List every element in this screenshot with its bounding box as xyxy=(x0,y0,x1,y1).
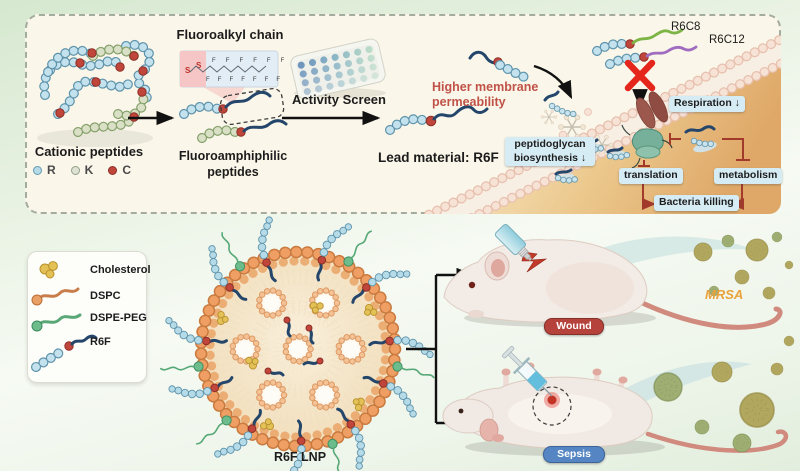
mouse-tail xyxy=(633,297,783,330)
residue-legend: R K C xyxy=(33,163,131,177)
r6c12-label: R6C12 xyxy=(709,34,745,46)
fluoroamphiphilic-peptides xyxy=(184,87,288,138)
c-residue-dot xyxy=(108,165,118,175)
injection-site xyxy=(547,395,557,405)
sulfur-atom-label: S xyxy=(185,66,191,75)
mouse-tail xyxy=(645,429,789,453)
syringe xyxy=(502,346,553,397)
legend-label-dspe-peg: DSPE-PEG xyxy=(90,312,147,324)
r-residue-letter: R xyxy=(47,163,56,177)
dspc-icon xyxy=(31,287,80,306)
residue-r: R xyxy=(33,163,56,177)
bacteria-bottom xyxy=(652,335,795,453)
r-residue-dot xyxy=(33,165,42,175)
sepsis-badge: Sepsis xyxy=(543,446,605,463)
higher-membrane-permeability-label: Higher membrane permeability xyxy=(432,80,539,109)
translation-inhibitor-peptide xyxy=(684,125,718,153)
fluoro-tail-dashed-outline xyxy=(219,87,285,126)
dashed-focus-circle xyxy=(532,386,572,426)
lead-peptide-r6f xyxy=(390,105,489,130)
mouse-head xyxy=(442,398,494,434)
legend-label-cholesterol: Cholesterol xyxy=(90,264,151,276)
fluorine-atoms-top: F F F F F F xyxy=(212,58,289,64)
metabolism-box: metabolism xyxy=(714,168,783,184)
peptidoglycan-biosynthesis-box: peptidoglycan biosynthesis ↓ xyxy=(505,137,595,167)
fluoroamphiphilic-label: Fluoroamphiphilic peptides xyxy=(178,149,288,179)
fluorine-atoms-bottom: F F F F F F F xyxy=(206,77,283,83)
wound-badge: Wound xyxy=(544,318,604,335)
wound-mouse-scene xyxy=(443,223,794,330)
residue-c: C xyxy=(108,163,131,177)
r6f-icon xyxy=(36,334,98,367)
lead-material-label: Lead material: R6F xyxy=(378,150,499,165)
lnp-label: R6F LNP xyxy=(273,450,327,464)
r6c12-peptide xyxy=(610,45,698,64)
ribosome xyxy=(621,124,673,169)
respiration-box: Respiration ↓ xyxy=(669,96,745,112)
translation-box: translation xyxy=(619,168,683,184)
membrane-attacking-peptide xyxy=(468,50,573,100)
lysed-membrane-fragments xyxy=(540,90,614,156)
r6c8-peptide xyxy=(597,28,684,51)
sepsis-mouse-scene xyxy=(442,335,795,456)
cationic-peptide-cluster xyxy=(37,45,153,147)
legend-label-r6f: R6F xyxy=(90,336,111,348)
mrsa-label: MRSA xyxy=(705,287,744,302)
fluoroalkyl-chain-inset: S S F F F F F F F F F F F F F xyxy=(179,50,289,104)
lnp-illustration xyxy=(159,214,437,471)
bacterial-membrane-scene xyxy=(423,29,781,214)
residue-k: K xyxy=(70,163,94,177)
dspe-peg-icon xyxy=(31,313,82,332)
lnp-interior-cargo xyxy=(244,299,325,377)
respiration-protein xyxy=(636,91,668,129)
r6c8-label: R6C8 xyxy=(671,21,701,33)
spray-bottle xyxy=(494,223,533,262)
mouse-eye xyxy=(458,408,464,414)
c-residue-letter: C xyxy=(122,163,132,177)
fluoroalkyl-chain-title: Fluoroalkyl chain xyxy=(176,27,284,42)
legend-label-dspc: DSPC xyxy=(90,290,121,302)
k-residue-dot xyxy=(70,165,80,175)
sulfur-atom-label: S xyxy=(196,61,202,70)
mouse-eye xyxy=(468,281,476,289)
bacteria-killing-box: Bacteria killing xyxy=(654,195,739,211)
k-residue-letter: K xyxy=(84,163,94,177)
red-x-mark xyxy=(624,59,656,92)
legend-icons xyxy=(31,261,98,367)
spray-swoosh xyxy=(596,236,756,268)
activity-screen-label: Activity Screen xyxy=(292,92,386,107)
cholesterol-icon xyxy=(39,261,58,279)
microplate-icon xyxy=(290,38,386,100)
cationic-peptides-label: Cationic peptides xyxy=(34,144,144,159)
